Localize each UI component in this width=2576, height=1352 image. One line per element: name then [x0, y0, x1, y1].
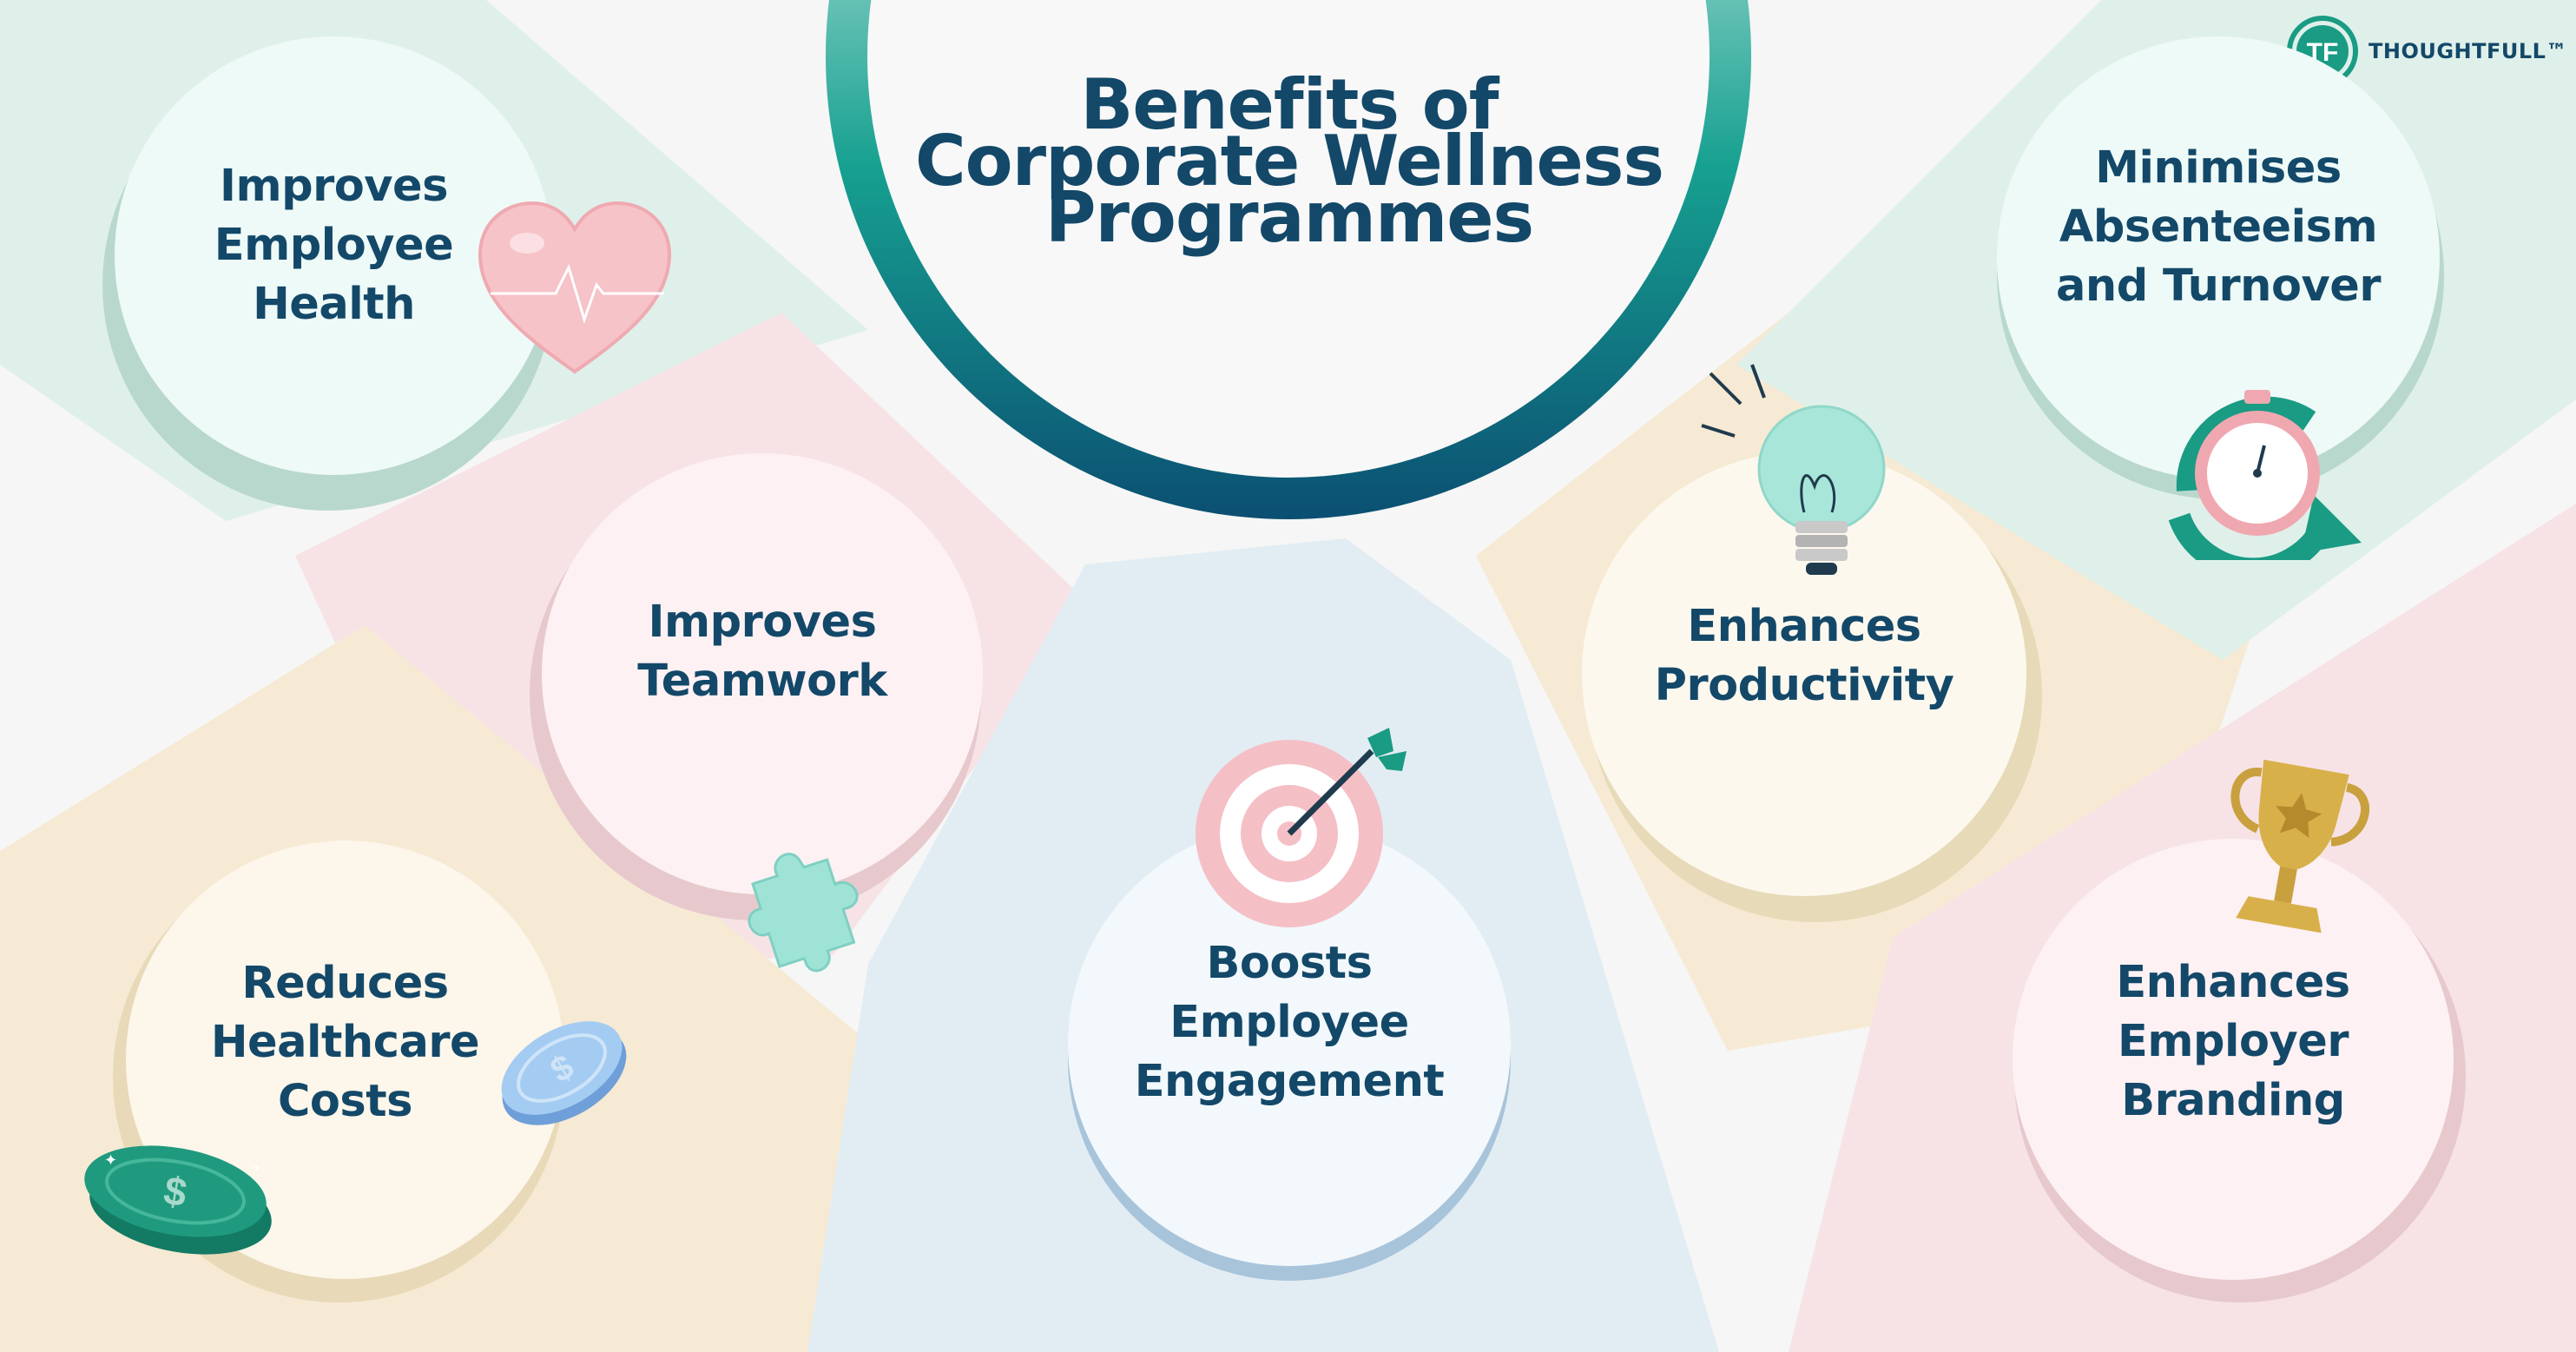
benefit-1-label: Improves Employee Health [214, 157, 454, 334]
benefit-4-label: Boosts Employee Engagement [1135, 934, 1445, 1111]
benefit-1-circle: Improves Employee Health [115, 36, 553, 475]
coin-icon: $ [501, 1021, 627, 1125]
benefit-1-line-3: Health [253, 278, 415, 330]
benefit-7-label: Enhances Employer Branding [2116, 953, 2350, 1131]
target-icon [1196, 728, 1407, 927]
benefit-4-line-1: Boosts [1206, 938, 1373, 989]
trophy-icon [2230, 759, 2370, 933]
title-line-1: Benefits of [1080, 64, 1499, 145]
title-line-2: Corporate Wellness [914, 121, 1664, 201]
brand-name: THOUGHTFULL™ [2368, 39, 2567, 63]
benefit-2-label: Improves Teamwork [637, 593, 887, 711]
benefit-5-line-2: Productivity [1654, 660, 1954, 711]
benefit-7-line-3: Branding [2121, 1075, 2345, 1126]
benefit-3-line-3: Costs [277, 1075, 413, 1127]
benefit-6-line-3: and Turnover [2056, 261, 2381, 312]
benefit-1-line-1: Improves [219, 160, 449, 212]
puzzle-piece-icon [748, 853, 859, 973]
benefit-3-label: Reduces Healthcare Costs [210, 954, 480, 1131]
benefit-6-line-2: Absenteeism [2059, 201, 2378, 253]
benefit-1-line-2: Employee [214, 219, 454, 271]
benefit-7-line-2: Employer [2117, 1016, 2349, 1067]
svg-text:✦: ✦ [252, 1162, 262, 1176]
benefit-4-line-3: Engagement [1134, 1056, 1445, 1107]
benefit-5-line-1: Enhances [1687, 601, 1921, 652]
coin-icon-stack: $ ✦ ✦ [84, 1145, 272, 1255]
svg-text:✦: ✦ [104, 1151, 117, 1170]
lightbulb-icon [1701, 364, 1886, 575]
benefit-5-label: Enhances Productivity [1655, 597, 1954, 716]
benefit-6-label: Minimises Absenteeism and Turnover [2056, 139, 2381, 316]
page-title: Benefits of Corporate Wellness Programme… [868, 64, 1710, 258]
benefit-3-line-2: Healthcare [210, 1016, 480, 1068]
benefit-2-line-1: Improves [648, 597, 877, 648]
benefit-6-circle: Minimises Absenteeism and Turnover [1997, 36, 2440, 479]
title-line-3: Programmes [1044, 177, 1534, 258]
benefit-4-line-2: Employee [1169, 997, 1409, 1048]
benefit-2-circle: Improves Teamwork [542, 453, 983, 894]
benefit-3-line-1: Reduces [241, 957, 449, 1009]
benefit-6-line-1: Minimises [2095, 142, 2342, 194]
benefit-7-line-1: Enhances [2116, 957, 2350, 1008]
benefit-2-line-2: Teamwork [637, 656, 887, 707]
benefit-7-circle: Enhances Employer Branding [2013, 839, 2454, 1280]
heart-icon [478, 201, 672, 374]
stopwatch-icon [2168, 390, 2362, 560]
